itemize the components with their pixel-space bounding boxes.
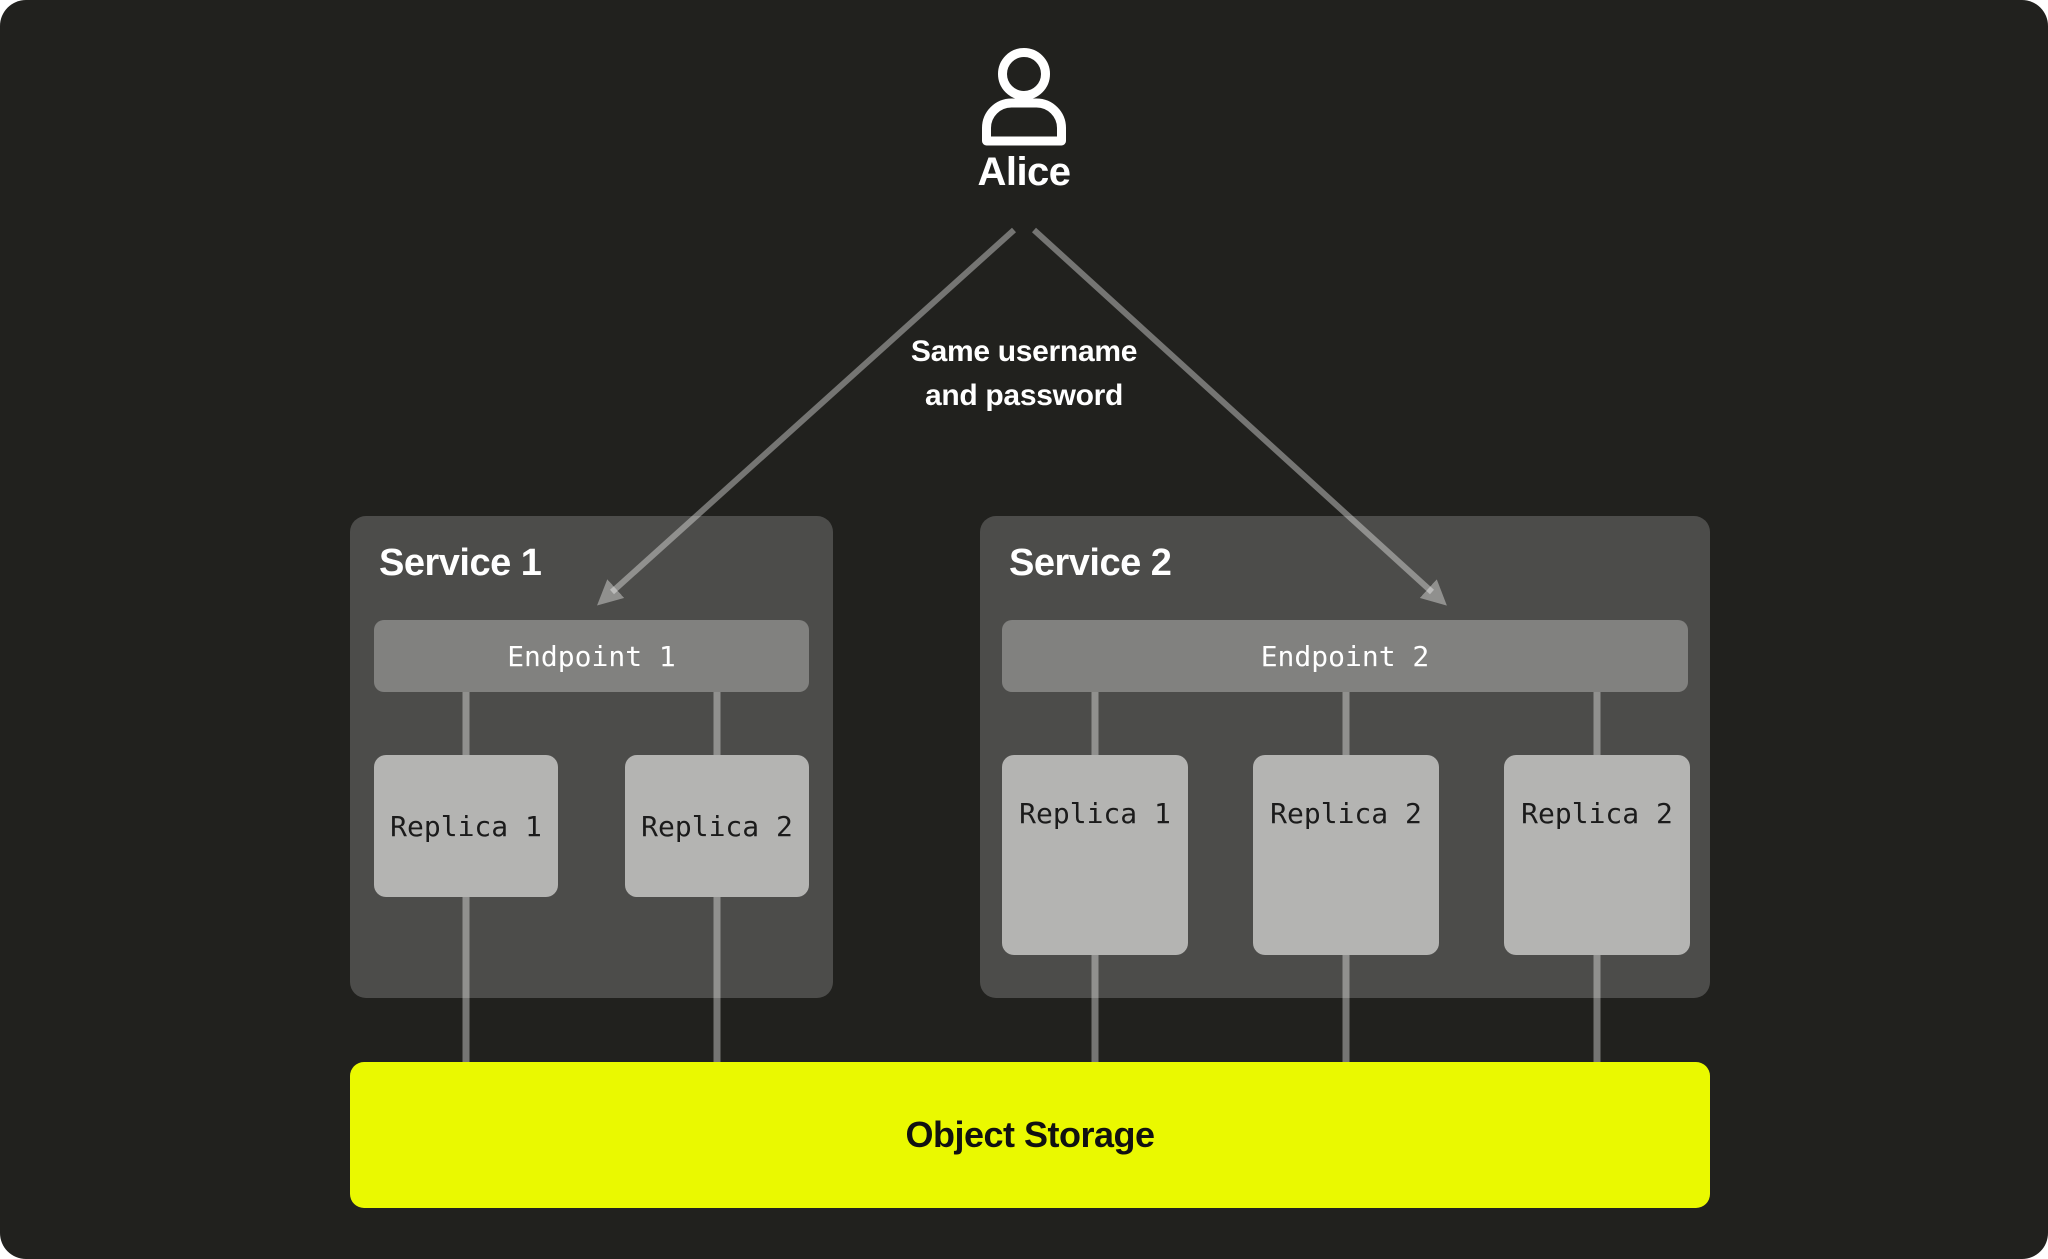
object-storage-bar: Object Storage <box>350 1062 1710 1208</box>
actor-name: Alice <box>977 150 1071 194</box>
annotation-same-credentials: Same username and password <box>774 330 1274 418</box>
service-2-endpoint: Endpoint 2 <box>1002 620 1688 692</box>
service-1-replica-2: Replica 2 <box>625 755 809 897</box>
annotation-line-2: and password <box>924 379 1124 412</box>
service-1-endpoint: Endpoint 1 <box>374 620 809 692</box>
service-1-title: Service 1 <box>379 542 542 584</box>
person-icon <box>982 48 1066 146</box>
service-2-replica-1: Replica 1 <box>1002 755 1188 955</box>
annotation-line-1: Same username <box>910 335 1138 368</box>
service-2-title: Service 2 <box>1009 542 1172 584</box>
service-2-replica-2: Replica 2 <box>1253 755 1439 955</box>
service-2-replica-3: Replica 2 <box>1504 755 1690 955</box>
service-1-replica-1: Replica 1 <box>374 755 558 897</box>
